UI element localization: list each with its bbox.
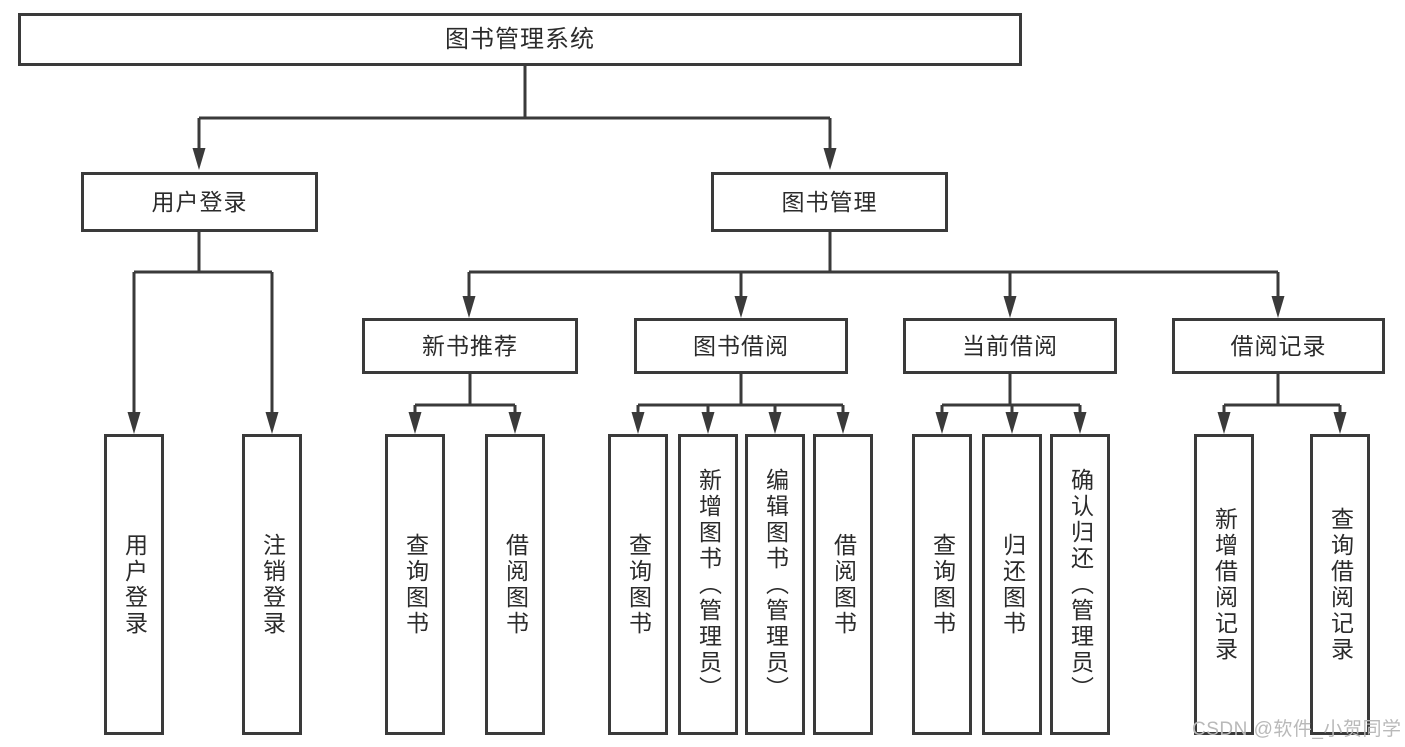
node-label: 查询图书 bbox=[402, 532, 429, 637]
arrowhead-cu-to-return bbox=[1005, 412, 1019, 434]
node-label: 新书推荐 bbox=[422, 332, 518, 359]
node-l-q3[interactable]: 查询图书 bbox=[912, 434, 972, 735]
node-label: 当前借阅 bbox=[962, 332, 1058, 359]
arrowhead-bm-to-borrow bbox=[734, 296, 748, 318]
arrowhead-bo-to-add bbox=[701, 412, 715, 434]
node-label: 确认归还（管理员） bbox=[1067, 467, 1094, 702]
arrowhead-login-to-a bbox=[127, 412, 141, 434]
node-n-bookmgmt[interactable]: 图书管理 bbox=[711, 172, 948, 232]
arrowhead-re-to-qrec bbox=[1333, 412, 1347, 434]
node-n-newbook[interactable]: 新书推荐 bbox=[362, 318, 578, 374]
arrowhead-bo-to-q2 bbox=[631, 412, 645, 434]
node-n-record[interactable]: 借阅记录 bbox=[1172, 318, 1385, 374]
node-label: 查询借阅记录 bbox=[1327, 506, 1354, 663]
arrowhead-re-to-addrec bbox=[1217, 412, 1231, 434]
node-label: 借阅图书 bbox=[502, 532, 529, 637]
node-label: 借阅记录 bbox=[1230, 332, 1327, 359]
node-n-borrow[interactable]: 图书借阅 bbox=[634, 318, 848, 374]
node-l-userlogin[interactable]: 用户登录 bbox=[104, 434, 164, 735]
node-label: 借阅图书 bbox=[830, 532, 857, 637]
node-l-b1[interactable]: 借阅图书 bbox=[485, 434, 545, 735]
arrowhead-bm-to-record bbox=[1271, 296, 1285, 318]
node-l-return[interactable]: 归还图书 bbox=[982, 434, 1042, 735]
node-l-addrec[interactable]: 新增借阅记录 bbox=[1194, 434, 1254, 735]
node-n-login[interactable]: 用户登录 bbox=[81, 172, 318, 232]
arrowhead-root-to-bookmgmt bbox=[823, 148, 837, 170]
node-l-q2[interactable]: 查询图书 bbox=[608, 434, 668, 735]
node-l-edit[interactable]: 编辑图书（管理员） bbox=[745, 434, 805, 735]
node-label: 新增图书（管理员） bbox=[695, 467, 722, 702]
arrowhead-nb-to-b1 bbox=[508, 412, 522, 434]
node-label: 图书借阅 bbox=[693, 332, 789, 359]
node-n-current[interactable]: 当前借阅 bbox=[903, 318, 1117, 374]
arrowhead-bm-to-current bbox=[1003, 296, 1017, 318]
arrowhead-cu-to-q3 bbox=[935, 412, 949, 434]
arrowhead-login-to-b bbox=[265, 412, 279, 434]
arrowhead-nb-to-q1 bbox=[408, 412, 422, 434]
node-label: 编辑图书（管理员） bbox=[762, 467, 789, 702]
node-l-add[interactable]: 新增图书（管理员） bbox=[678, 434, 738, 735]
node-l-q1[interactable]: 查询图书 bbox=[385, 434, 445, 735]
node-label: 用户登录 bbox=[151, 188, 248, 215]
node-label: 注销登录 bbox=[259, 532, 286, 637]
node-label: 用户登录 bbox=[121, 532, 148, 637]
node-label: 新增借阅记录 bbox=[1211, 506, 1238, 663]
arrowhead-cu-to-confirm bbox=[1073, 412, 1087, 434]
node-label: 图书管理 bbox=[781, 188, 878, 215]
node-root[interactable]: 图书管理系统 bbox=[18, 13, 1022, 66]
node-l-confirm[interactable]: 确认归还（管理员） bbox=[1050, 434, 1110, 735]
node-label: 查询图书 bbox=[929, 532, 956, 637]
node-label: 查询图书 bbox=[625, 532, 652, 637]
node-l-b2[interactable]: 借阅图书 bbox=[813, 434, 873, 735]
arrowhead-bo-to-edit bbox=[768, 412, 782, 434]
node-label: 归还图书 bbox=[999, 532, 1026, 637]
arrowhead-root-to-login bbox=[192, 148, 206, 170]
watermark: CSDN @软件_小贺同学 bbox=[1192, 719, 1402, 740]
arrowhead-bo-to-b2 bbox=[836, 412, 850, 434]
arrowhead-bm-to-newbook bbox=[462, 296, 476, 318]
node-l-logout[interactable]: 注销登录 bbox=[242, 434, 302, 735]
node-l-qrec[interactable]: 查询借阅记录 bbox=[1310, 434, 1370, 735]
node-label: 图书管理系统 bbox=[445, 25, 595, 53]
